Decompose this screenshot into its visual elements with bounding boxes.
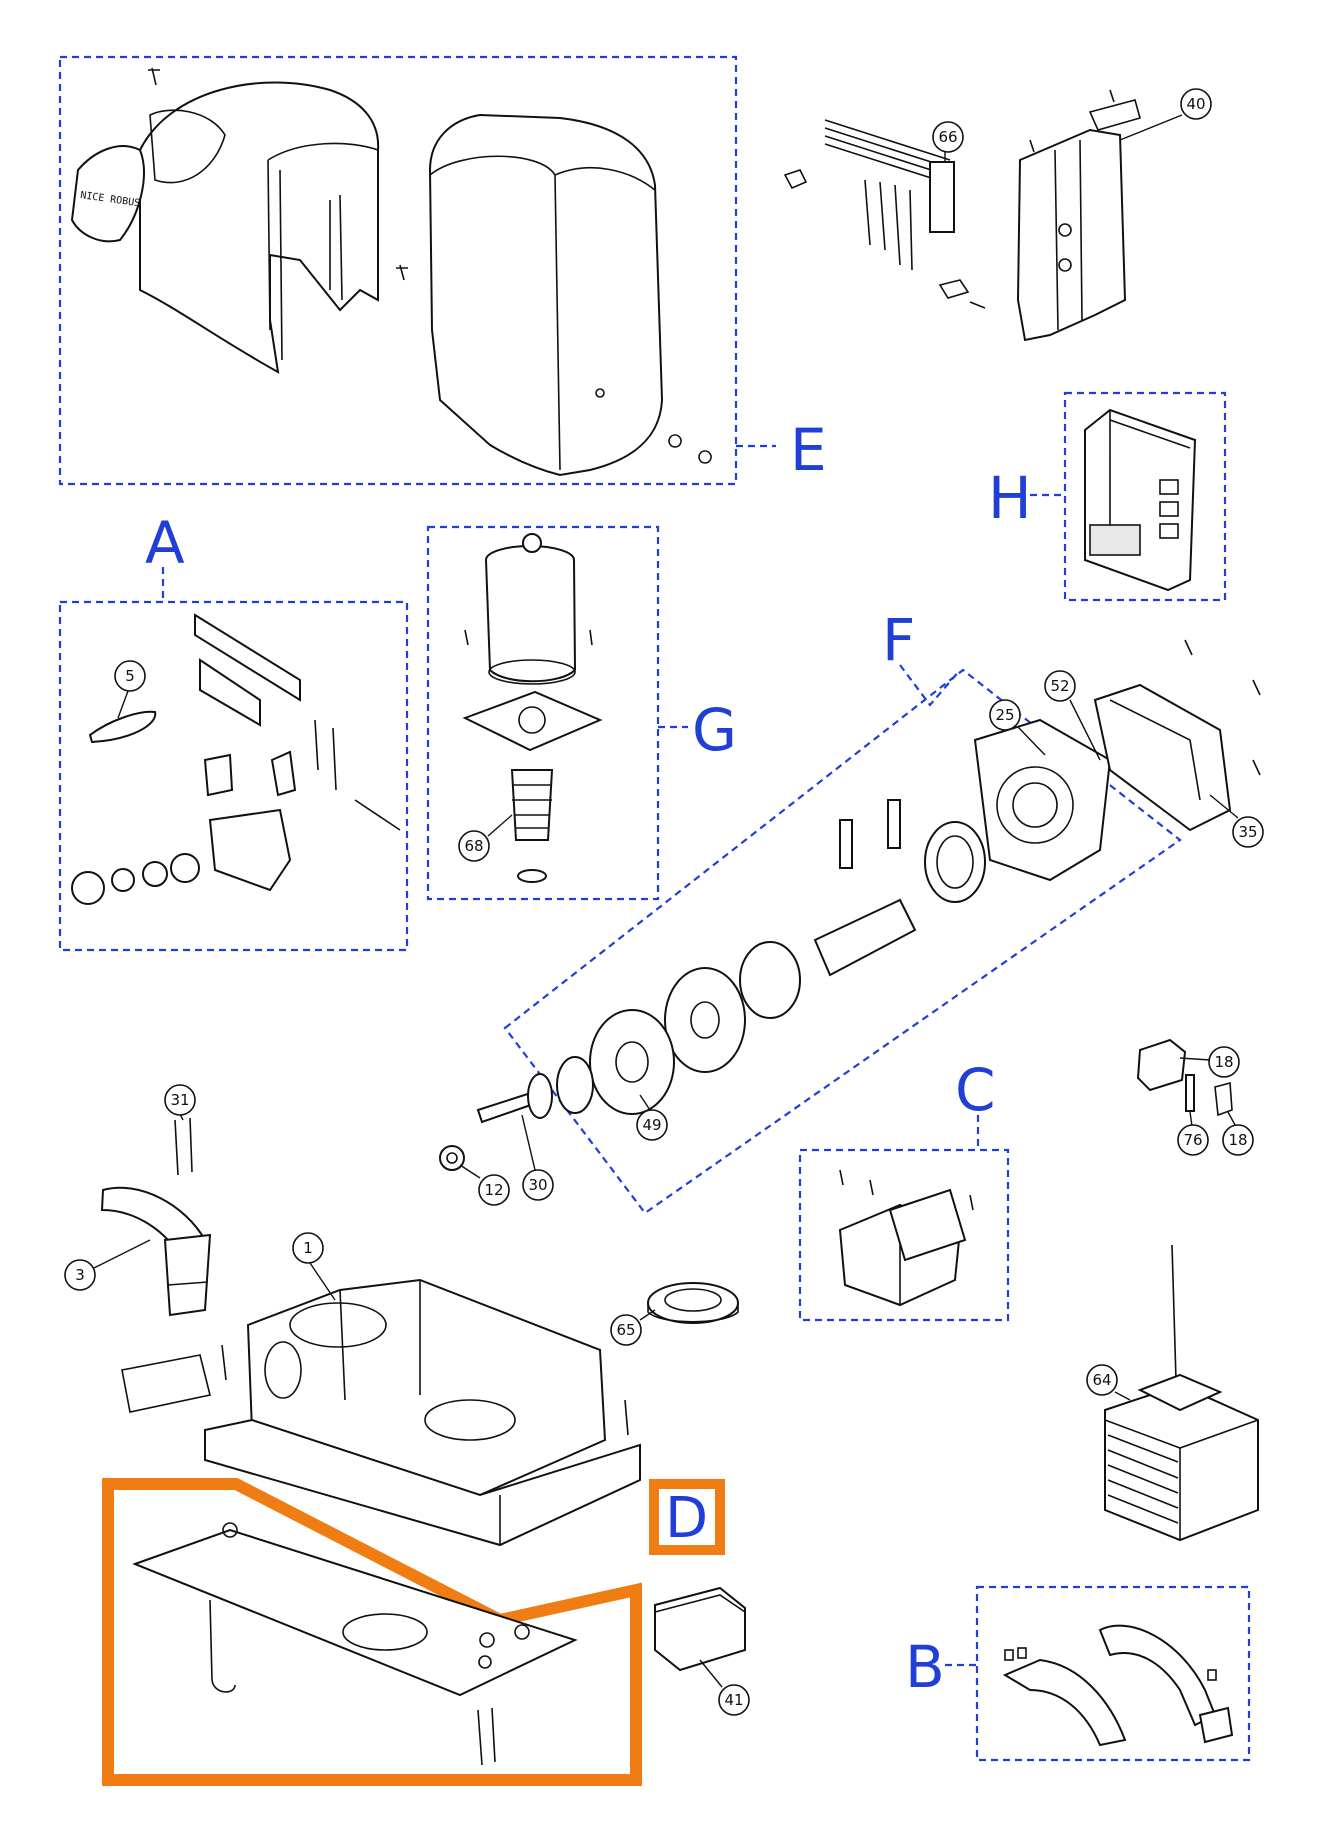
upper-cover: NICE ROBUS [70,67,408,374]
control-unit [1084,408,1197,592]
svg-text:3: 3 [75,1266,85,1284]
svg-text:49: 49 [642,1116,661,1134]
svg-text:25: 25 [995,706,1014,724]
svg-text:35: 35 [1238,823,1257,841]
callout-25: 25 [989,699,1046,756]
svg-text:30: 30 [528,1176,547,1194]
group-e-box [58,55,738,486]
group-h-label: H [988,464,1032,532]
group-f-leader [899,664,961,707]
svg-text:64: 64 [1092,1371,1111,1389]
group-c-box [798,1148,1010,1322]
svg-text:1: 1 [303,1239,313,1257]
callout-12: 12 [459,1164,510,1206]
callout-49: 49 [636,1094,668,1141]
group-d-label-box [649,1479,725,1555]
callout-5: 5 [114,660,146,719]
main-cover [428,113,712,477]
motor-assembly [462,533,603,883]
svg-text:76: 76 [1183,1131,1202,1149]
svg-text:40: 40 [1186,95,1205,113]
group-c-label: C [955,1056,996,1124]
callout-64: 64 [1086,1364,1131,1401]
mounting-bracket [1016,89,1141,342]
group-a[interactable]: A [58,509,409,952]
group-c[interactable]: C [798,1056,1010,1322]
group-h[interactable]: H [988,391,1227,602]
cover-block [654,1586,746,1672]
bracket-set [1002,1624,1234,1747]
group-g[interactable]: G [426,525,737,901]
callout-30: 30 [521,1114,554,1201]
bearing-ring [647,1282,739,1324]
svg-text:65: 65 [616,1321,635,1339]
callout-41: 41 [699,1659,750,1716]
end-cap [1093,639,1261,832]
callout-1: 1 [292,1232,336,1301]
svg-text:66: 66 [938,128,957,146]
svg-text:68: 68 [464,837,483,855]
callout-52: 52 [1044,670,1101,761]
limit-switch [838,1169,974,1307]
group-e[interactable]: E NICE ROBUS [58,55,827,486]
svg-text:12: 12 [484,1181,503,1199]
callout-66: 66 [932,121,964,162]
svg-text:18: 18 [1228,1131,1247,1149]
callout-18b: 18 [1222,1111,1254,1156]
gearbox-parts [556,718,1112,1115]
group-b-box [975,1585,1251,1762]
group-f-label: F [882,606,915,674]
release-lever [100,1117,212,1317]
group-b[interactable]: B [905,1585,1251,1762]
transformer [1104,1244,1259,1542]
callout-65: 65 [610,1309,656,1346]
svg-text:52: 52 [1050,677,1069,695]
svg-text:18: 18 [1214,1053,1233,1071]
base-housing [121,1278,641,1547]
callout-40: 40 [1119,88,1212,141]
group-g-box [426,525,660,901]
base-plate [132,1522,578,1766]
group-d[interactable]: D [102,1478,725,1786]
group-b-label: B [905,1633,945,1701]
group-g-label: G [692,696,737,764]
group-e-label: E [790,416,827,484]
svg-text:31: 31 [170,1091,189,1109]
group-f[interactable]: F [503,606,1182,1215]
callout-18a: 18 [1179,1046,1240,1078]
callout-3: 3 [64,1239,151,1291]
switch-pieces [1136,1038,1233,1117]
group-h-box [1063,391,1227,602]
wiring-harness [783,119,986,309]
group-a-label: A [145,509,185,577]
callout-35: 35 [1209,794,1264,848]
svg-text:5: 5 [125,667,135,685]
output-shaft [439,1073,553,1171]
callout-76: 76 [1177,1111,1209,1156]
callout-31: 31 [164,1084,196,1121]
svg-text:41: 41 [724,1691,743,1709]
group-f-box [503,668,1182,1215]
group-d-label: D [665,1486,708,1551]
callout-68: 68 [458,814,513,862]
group-d-highlight [102,1478,642,1786]
group-a-box [58,600,409,952]
release-parts [71,613,401,905]
